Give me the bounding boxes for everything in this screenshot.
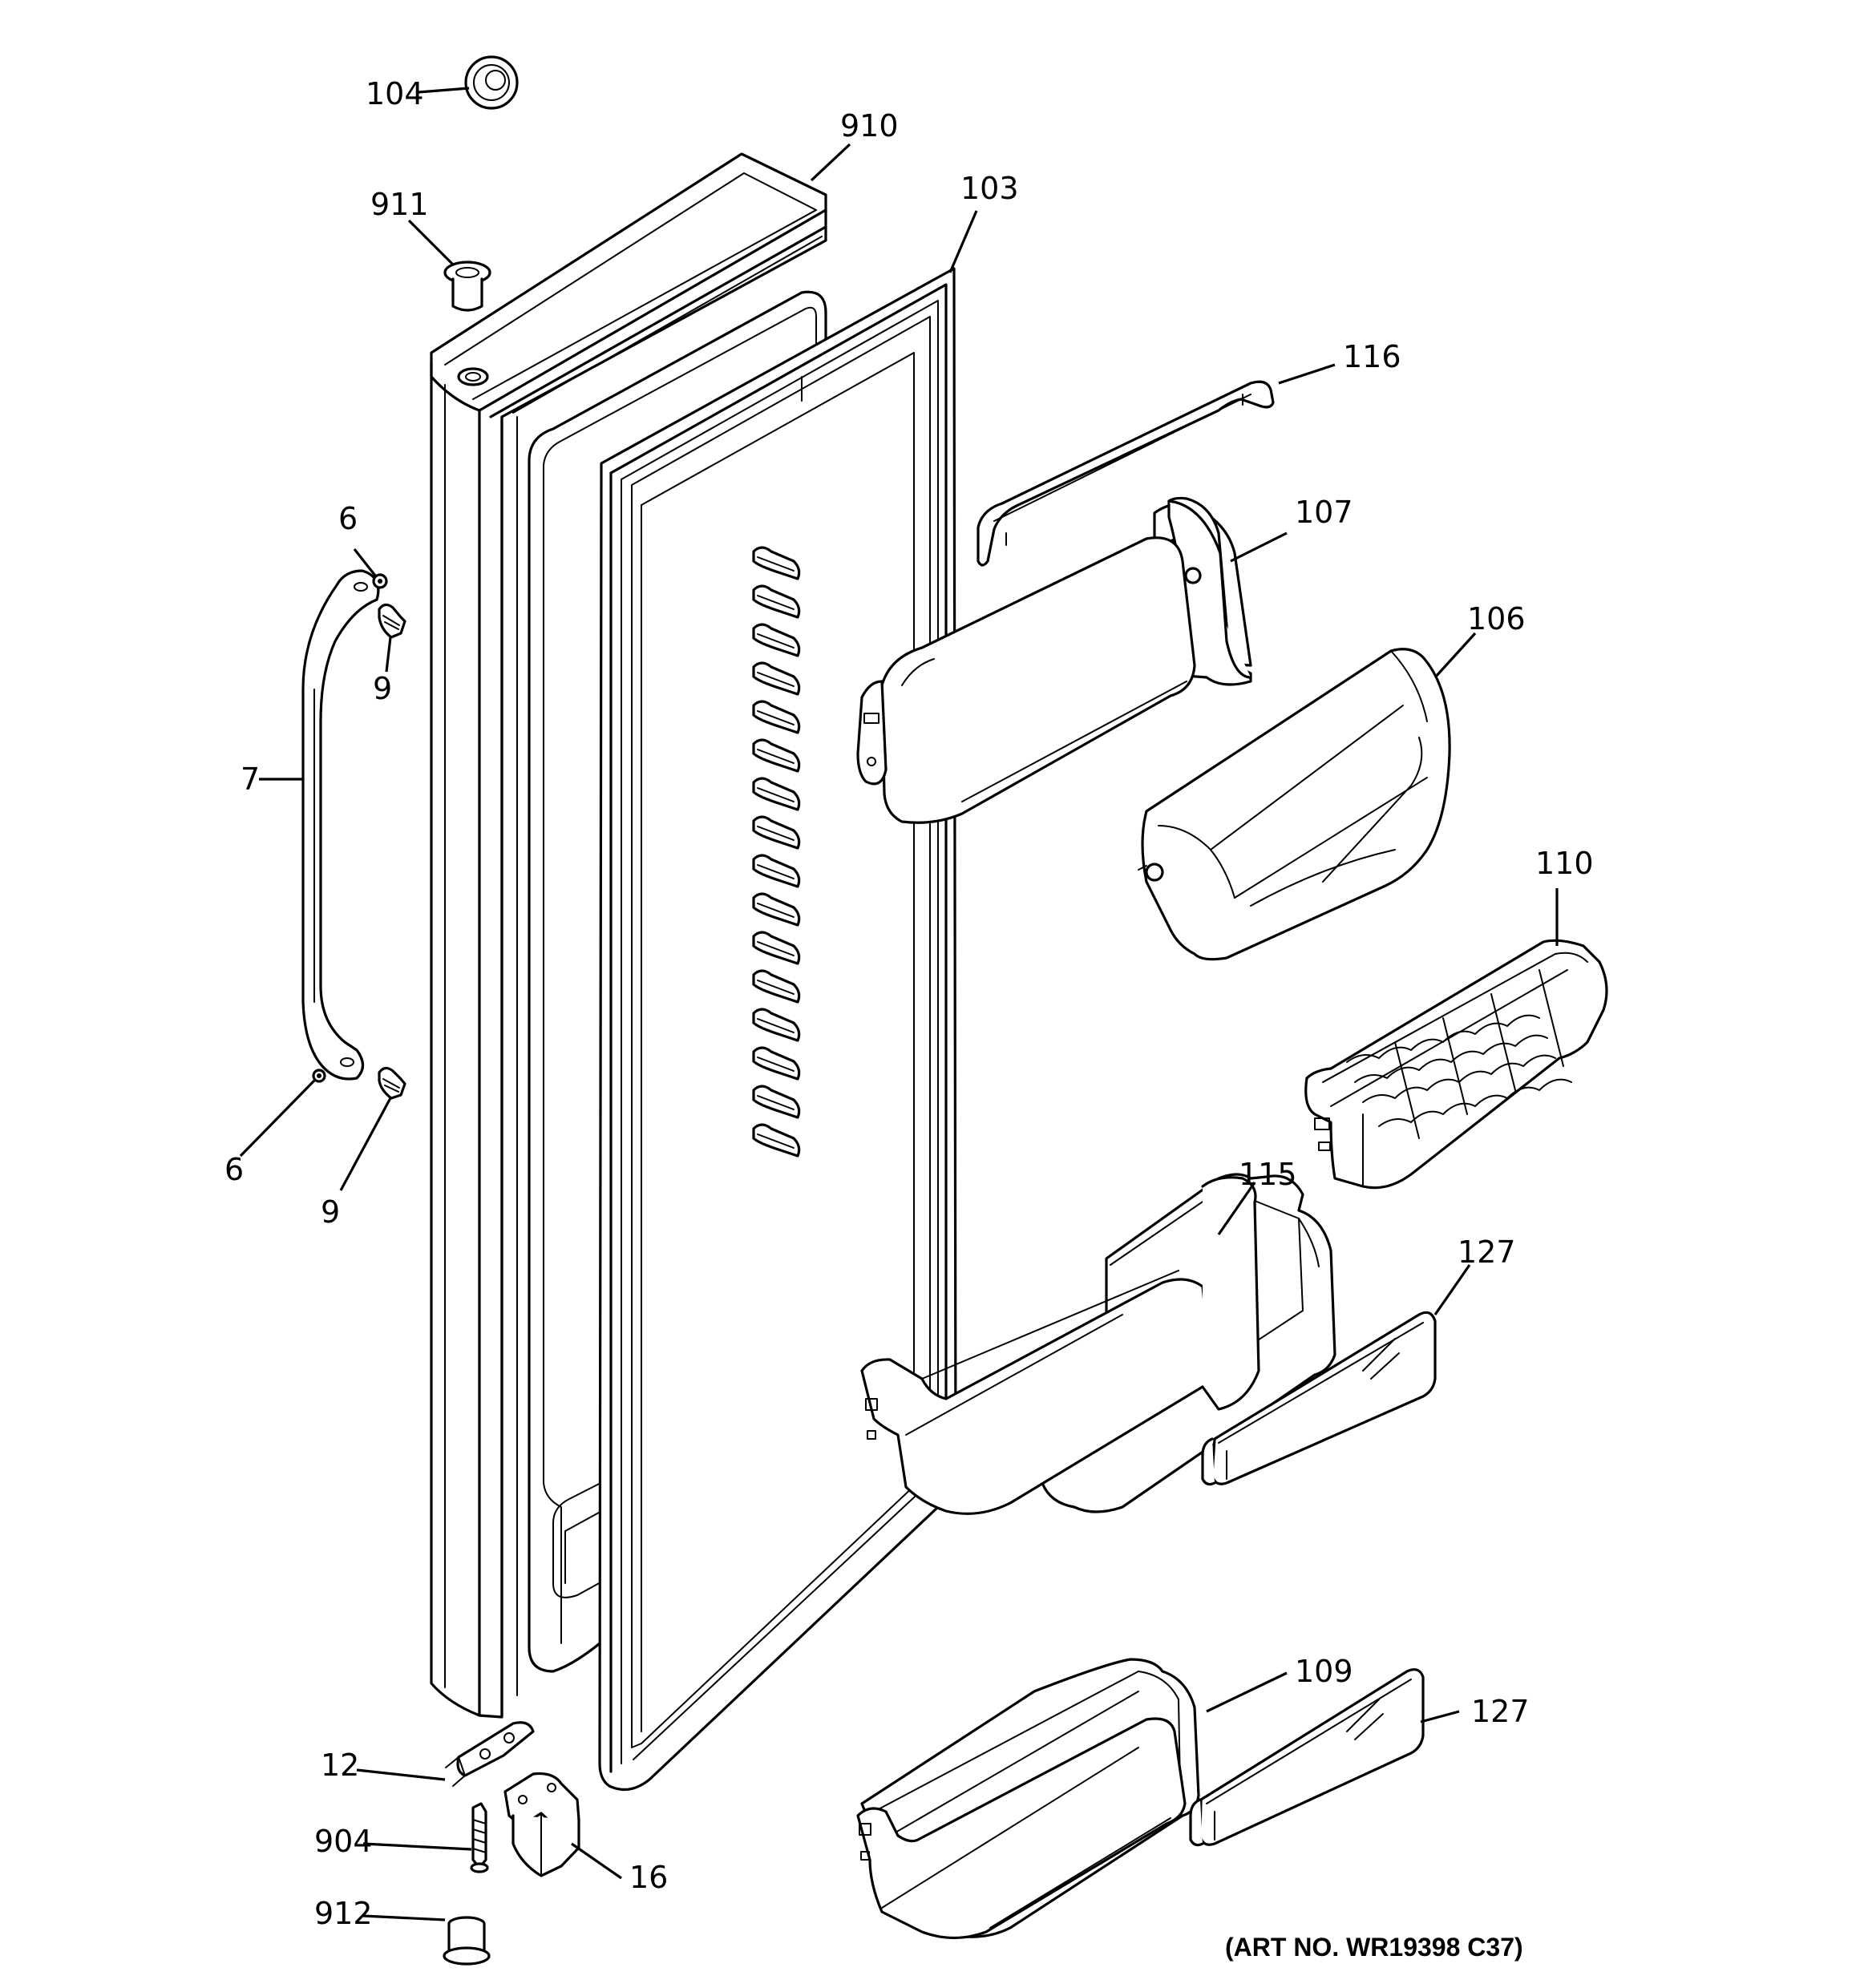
callout-912: 912 <box>314 1896 373 1931</box>
callout-904: 904 <box>314 1824 373 1859</box>
callout-911: 911 <box>370 187 429 222</box>
screw-904 <box>470 1802 489 1873</box>
lower-hinge-16 <box>503 1772 580 1877</box>
shelf-support-ribs <box>752 546 801 1158</box>
cover-127-upper <box>1201 1311 1437 1486</box>
callout-107: 107 <box>1295 495 1353 530</box>
callout-127-upper: 127 <box>1458 1234 1516 1270</box>
bushing-911 <box>443 261 491 312</box>
callout-103: 103 <box>960 171 1019 206</box>
door-bin-115 <box>860 1173 1336 1515</box>
bushing-912 <box>443 1916 491 1966</box>
leader-lines <box>239 87 1559 1921</box>
callout-16: 16 <box>629 1860 668 1895</box>
callout-910: 910 <box>840 108 899 143</box>
callout-labels: 104 910 911 103 116 107 106 110 115 127 … <box>224 76 1594 1962</box>
bracket-116 <box>976 380 1275 567</box>
cover-127-lower <box>1189 1668 1425 1847</box>
screw-6-bottom <box>312 1069 326 1083</box>
stud-9-bottom <box>378 1066 406 1100</box>
handle-7 <box>301 569 380 1081</box>
callout-9-top: 9 <box>373 671 392 706</box>
stud-9-top <box>378 603 406 639</box>
callout-9-bottom: 9 <box>321 1194 340 1230</box>
callout-109: 109 <box>1295 1654 1353 1689</box>
callout-110: 110 <box>1535 846 1594 881</box>
screw-6-top <box>372 573 388 589</box>
callout-6-bottom: 6 <box>224 1152 244 1187</box>
egg-tray-110 <box>1304 939 1608 1190</box>
door-bin-107 <box>856 496 1252 824</box>
callout-12: 12 <box>321 1748 359 1783</box>
callout-6-top: 6 <box>338 501 358 536</box>
plug-104 <box>464 55 519 110</box>
door-bin-109 <box>856 1658 1200 1940</box>
dairy-cover-106 <box>1138 648 1451 961</box>
callout-116: 116 <box>1343 339 1401 374</box>
callout-115: 115 <box>1239 1157 1297 1192</box>
art-number: (ART NO. WR19398 C37) <box>1225 1933 1523 1962</box>
callout-127-lower: 127 <box>1471 1694 1530 1729</box>
callout-106: 106 <box>1467 601 1526 636</box>
door-shell-910 <box>430 152 827 1719</box>
callout-104: 104 <box>366 76 424 111</box>
callout-7: 7 <box>241 762 260 797</box>
hinge-bracket-12 <box>445 1721 535 1787</box>
